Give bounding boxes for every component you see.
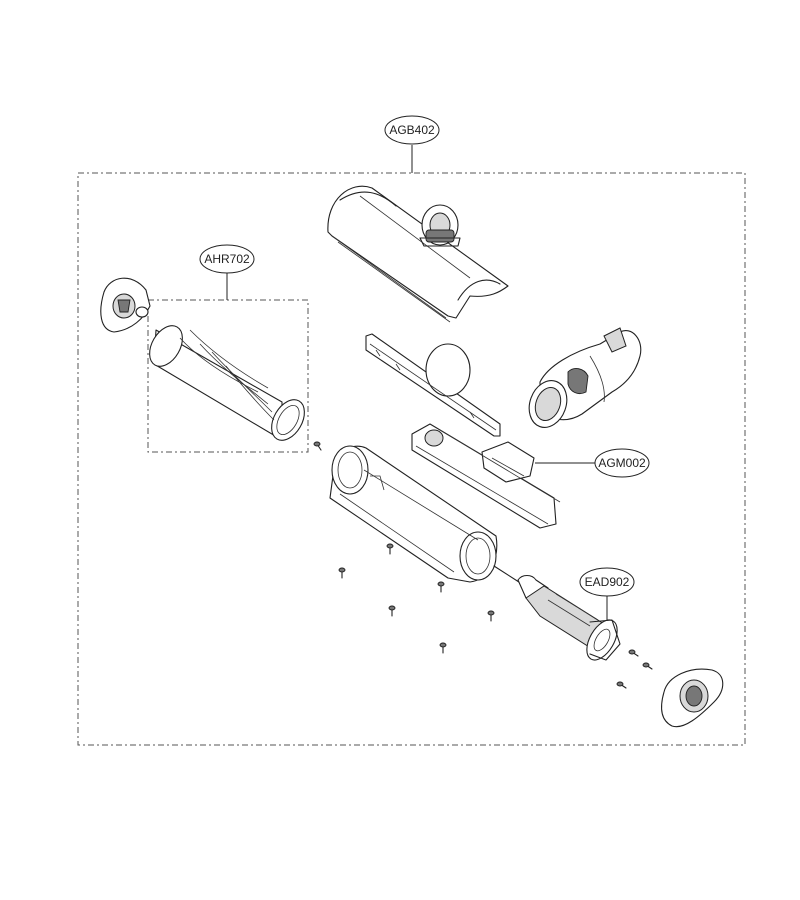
screw <box>628 649 639 657</box>
neck-connector-part <box>528 327 642 428</box>
callout-label-ahr702: AHR702 <box>204 252 250 266</box>
screws-group <box>313 441 653 689</box>
assembly-boundary-agb402 <box>77 172 746 746</box>
screw <box>616 681 627 689</box>
brush-roll-part <box>149 325 305 441</box>
callout-label-agm002: AGM002 <box>598 456 646 470</box>
rear-end-cap-part <box>661 668 724 728</box>
assembly-boundary-ahr702 <box>147 299 309 453</box>
screw <box>642 662 653 670</box>
swivel-joint-part <box>419 204 461 247</box>
callout-ead902[interactable]: EAD902 <box>579 567 635 622</box>
callout-label-agb402: AGB402 <box>389 123 435 137</box>
screw <box>386 543 394 555</box>
screw <box>487 610 495 622</box>
screw <box>338 567 346 579</box>
motor-part <box>493 565 621 661</box>
left-end-cap-part <box>100 277 151 333</box>
screw <box>313 441 322 451</box>
callout-agb402[interactable]: AGB402 <box>384 115 440 173</box>
lower-housing-part <box>329 445 498 583</box>
gear-cover-part <box>411 423 561 529</box>
callout-ahr702[interactable]: AHR702 <box>199 244 255 300</box>
screw <box>437 581 445 593</box>
callout-agm002[interactable]: AGM002 <box>535 448 650 478</box>
screw <box>388 605 396 617</box>
bracket-part <box>365 333 501 437</box>
screw <box>439 642 447 654</box>
callout-label-ead902: EAD902 <box>585 575 630 589</box>
top-cover-part <box>327 185 509 323</box>
